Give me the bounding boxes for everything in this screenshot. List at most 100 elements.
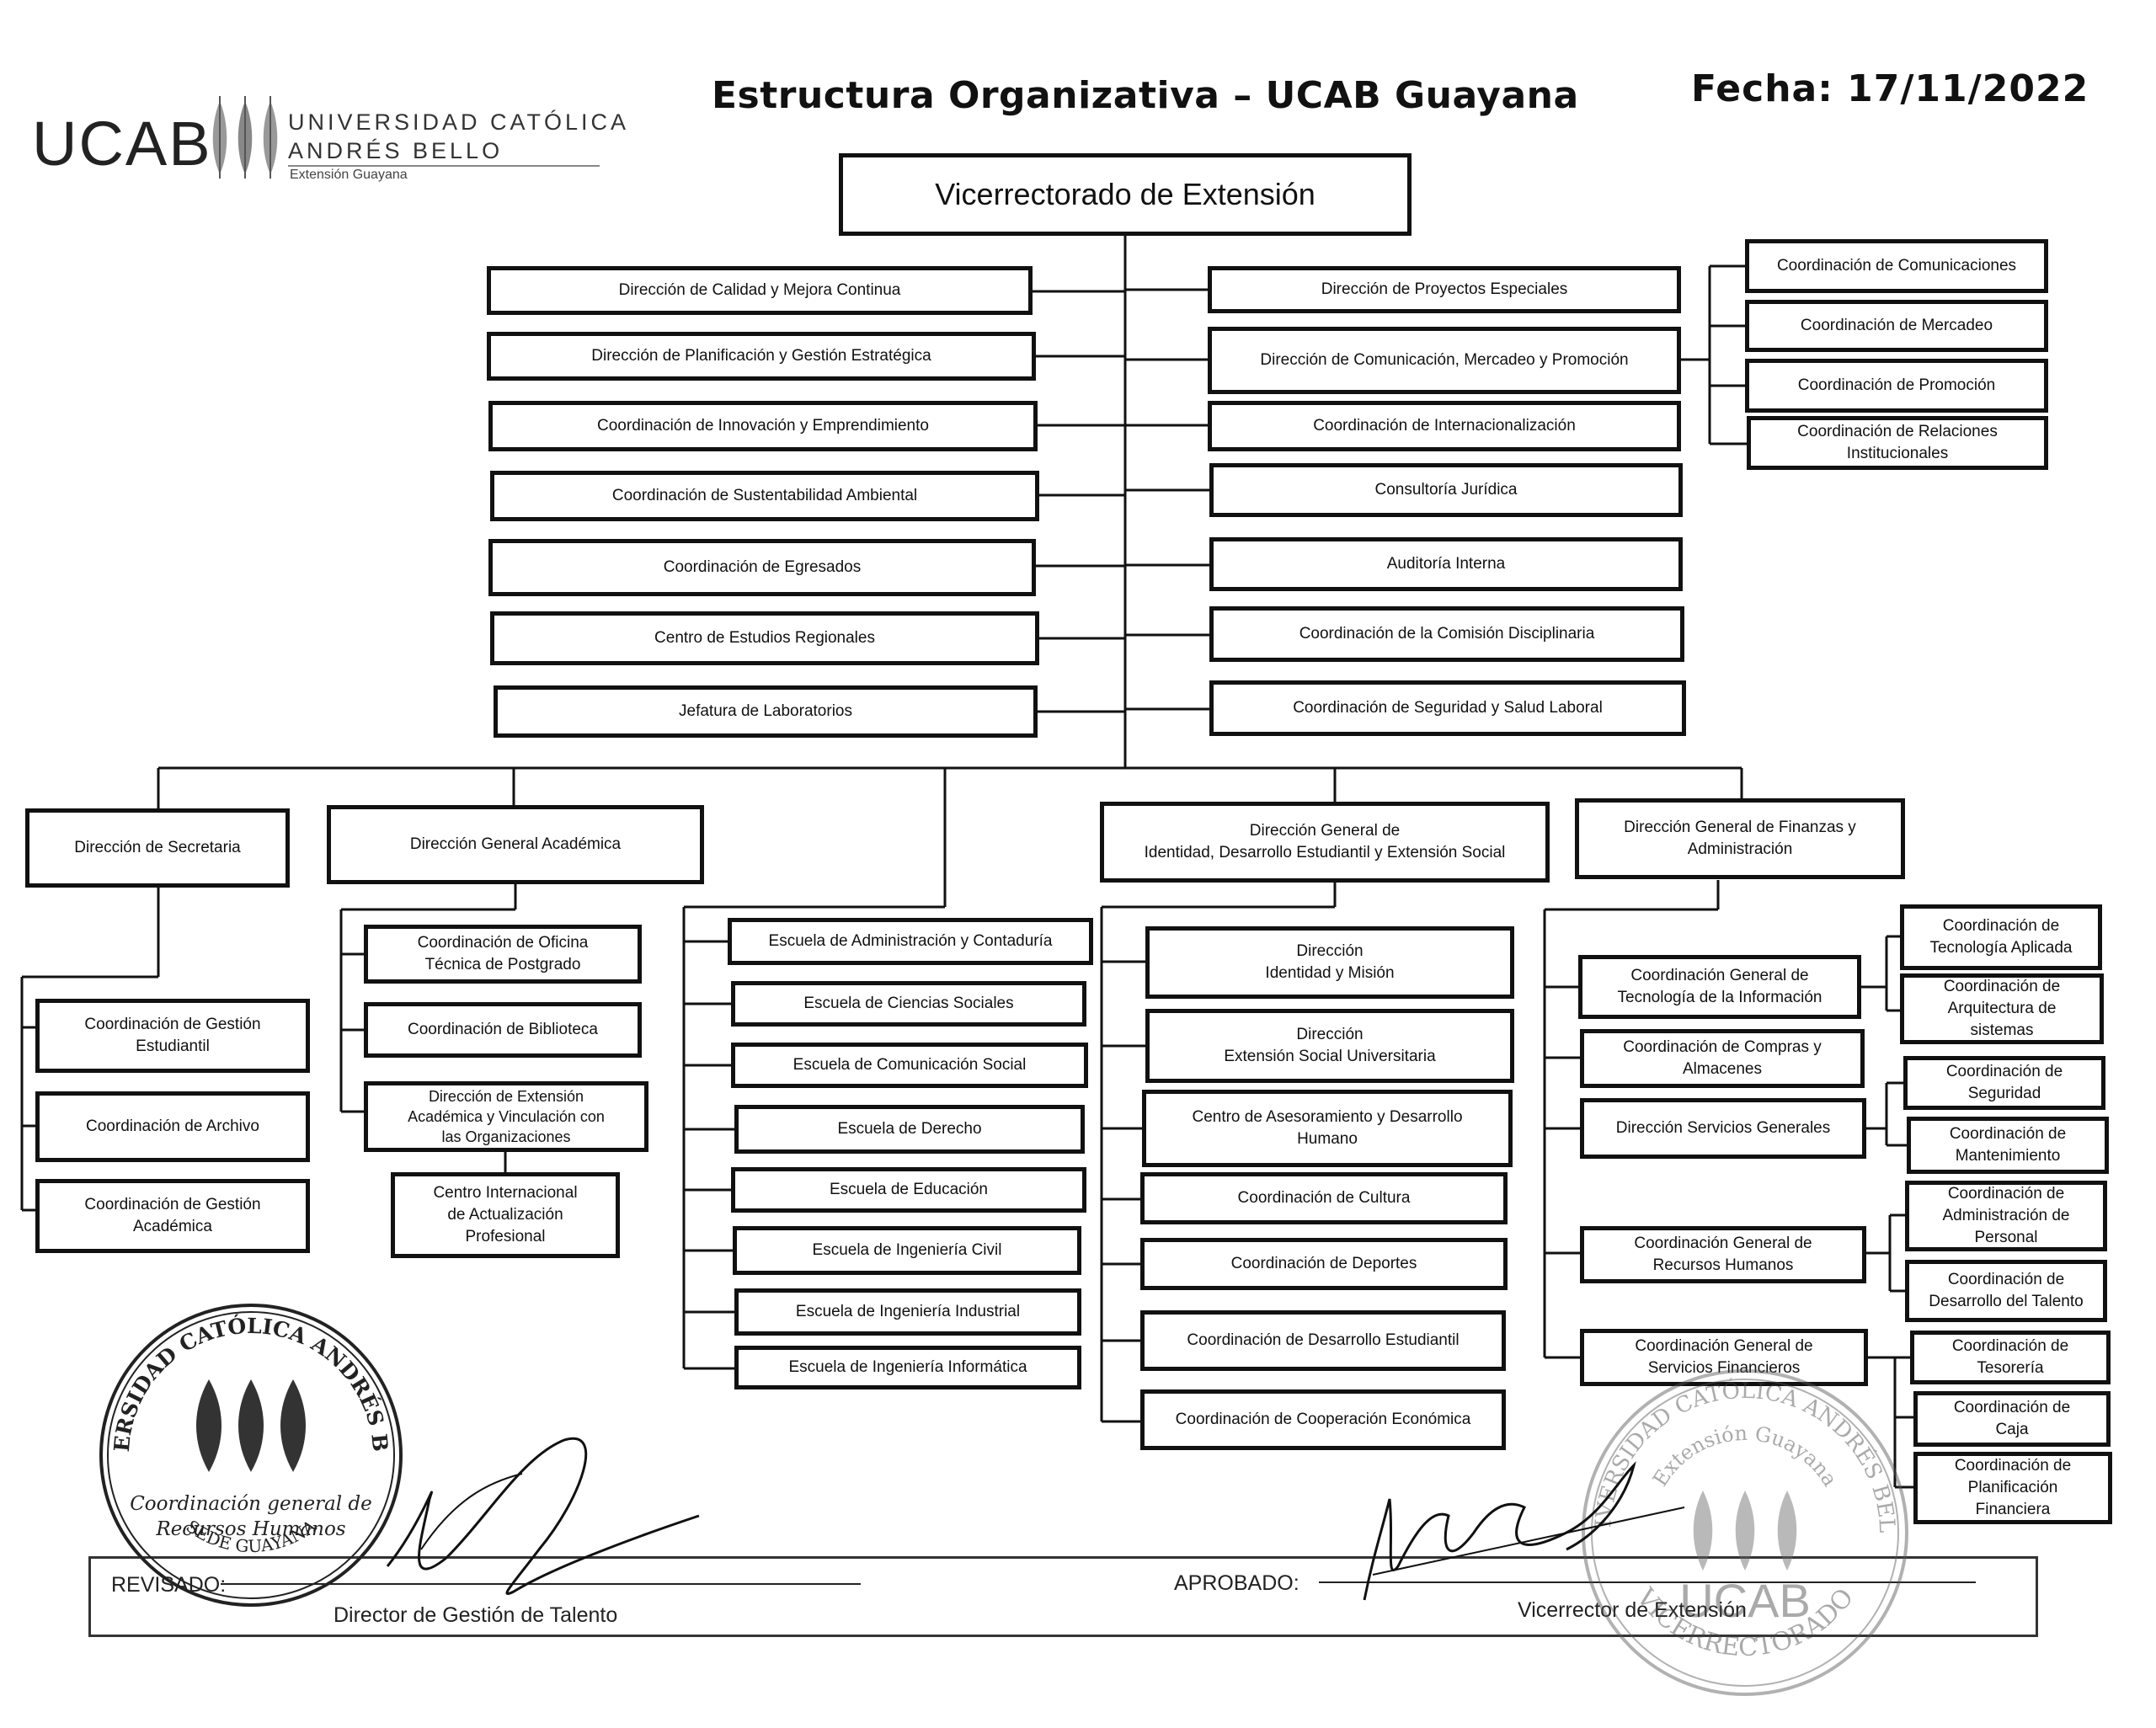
vice-seal-emblem-icon xyxy=(1693,1491,1797,1571)
org-unit-label: Coordinación de Caja xyxy=(1953,1399,2071,1438)
org-unit-label: Coordinación de Seguridad xyxy=(1945,1063,2063,1102)
aprobado-label: APROBADO: xyxy=(1174,1571,1299,1595)
org-unit-box: Coordinación General de Servicios Financ… xyxy=(1580,1329,1868,1386)
org-unit-box: Escuela de Ciencias Sociales xyxy=(731,981,1086,1027)
org-unit-label: Coordinación General de Recursos Humanos xyxy=(1634,1235,1812,1274)
org-unit-box: Coordinación de Comunicaciones xyxy=(1745,239,2048,293)
seal-emblem-icon xyxy=(196,1379,306,1472)
org-unit-label: Escuela de Comunicación Social xyxy=(792,1056,1027,1074)
org-unit-label: Coordinación General de Tecnología de la… xyxy=(1617,967,1822,1006)
logo-rule xyxy=(288,165,600,167)
org-unit-label: Coordinación de Promoción xyxy=(1797,376,1996,394)
org-unit-label: Dirección General de Finanzas y Administ… xyxy=(1624,819,1856,858)
org-unit-label: Coordinación de Tesorería xyxy=(1951,1337,2069,1377)
org-unit-label: Coordinación de Innovación y Emprendimie… xyxy=(597,417,929,435)
org-unit-label: Coordinación de Sustentabilidad Ambienta… xyxy=(611,487,918,504)
org-unit-box: Coordinación de Deportes xyxy=(1140,1238,1508,1290)
revisado-role: Director de Gestión de Talento xyxy=(334,1603,618,1627)
org-unit-label: Coordinación de Mercadeo xyxy=(1800,317,1993,334)
org-unit-box: Dirección Servicios Generales xyxy=(1580,1098,1866,1159)
document-date: Fecha: 17/11/2022 xyxy=(1691,67,2089,110)
org-unit-label: Dirección General Académica xyxy=(409,835,622,853)
org-unit-box: Coordinación de Sustentabilidad Ambienta… xyxy=(490,471,1039,521)
org-unit-box: Jefatura de Laboratorios xyxy=(494,685,1038,738)
org-unit-label: Dirección de Extensión Académica y Vincu… xyxy=(408,1088,605,1145)
org-unit-label: Dirección Extensión Social Universitaria xyxy=(1224,1026,1436,1065)
org-unit-label: Coordinación de Egresados xyxy=(663,558,862,576)
org-unit-box: Escuela de Educación xyxy=(731,1167,1086,1213)
org-unit-box: Dirección de Calidad y Mejora Continua xyxy=(487,266,1033,315)
org-unit-label: Coordinación de Deportes xyxy=(1230,1255,1417,1272)
org-unit-label: Centro Internacional de Actualización Pr… xyxy=(433,1184,578,1245)
org-unit-label: Coordinación de Cultura xyxy=(1237,1189,1411,1207)
page-title: Estructura Organizativa – UCAB Guayana xyxy=(712,74,1579,117)
org-unit-label: Escuela de Educación xyxy=(829,1181,988,1198)
org-unit-label: Dirección de Secretaria xyxy=(74,839,241,856)
org-unit-label: Coordinación de Oficina Técnica de Postg… xyxy=(417,934,589,973)
org-unit-box: Escuela de Ingeniería Civil xyxy=(733,1226,1081,1275)
org-unit-box: Coordinación de Compras y Almacenes xyxy=(1580,1029,1865,1088)
org-unit-label: Consultoría Jurídica xyxy=(1374,481,1518,499)
org-unit-label: Escuela de Ciencias Sociales xyxy=(803,995,1014,1012)
org-unit-label: Coordinación de Relaciones Institucional… xyxy=(1797,423,1998,462)
logo-university-line2: ANDRÉS BELLO xyxy=(288,138,504,163)
org-unit-label: Dirección Servicios Generales xyxy=(1615,1119,1831,1137)
aprobado-role: Vicerrector de Extensión xyxy=(1518,1598,1747,1622)
org-unit-box: Coordinación de Mantenimiento xyxy=(1907,1117,2109,1174)
org-unit-label: Coordinación de Gestión Estudiantil xyxy=(84,1016,261,1055)
org-unit-label: Coordinación de Compras y Almacenes xyxy=(1623,1038,1822,1078)
org-unit-label: Coordinación de Internacionalización xyxy=(1313,417,1576,435)
hr-seal-center-line2: Recursos Humanos xyxy=(155,1518,345,1540)
org-unit-label: Escuela de Administración y Contaduría xyxy=(768,932,1053,950)
aprobado-signature-scribble xyxy=(1363,1461,1685,1601)
org-unit-label: Coordinación de Tecnología Aplicada xyxy=(1929,917,2073,957)
revisado-signature-line xyxy=(221,1583,861,1585)
org-unit-label: Dirección General de Identidad, Desarrol… xyxy=(1144,822,1506,861)
org-unit-box: Coordinación de Biblioteca xyxy=(364,1002,642,1058)
logo-campus-line: Extensión Guayana xyxy=(290,168,408,182)
org-unit-label: Auditoría Interna xyxy=(1386,555,1506,573)
org-unit-box: Coordinación de Seguridad y Salud Labora… xyxy=(1209,680,1686,736)
revisado-signature-scribble xyxy=(386,1437,700,1596)
org-unit-label: Dirección de Planificación y Gestión Est… xyxy=(591,347,931,365)
org-root-label: Vicerrectorado de Extensión xyxy=(935,177,1315,211)
org-unit-label: Escuela de Derecho xyxy=(837,1120,982,1138)
org-unit-box: Coordinación de Tesorería xyxy=(1910,1331,2111,1384)
org-unit-label: Coordinación de Archivo xyxy=(86,1117,259,1135)
org-unit-label: Centro de Asesoramiento y Desarrollo Hum… xyxy=(1192,1108,1463,1148)
org-unit-label: Escuela de Ingeniería Informática xyxy=(788,1358,1027,1376)
org-unit-label: Coordinación de Desarrollo Estudiantil xyxy=(1187,1331,1460,1349)
org-unit-label: Coordinación de la Comisión Disciplinari… xyxy=(1299,625,1595,643)
org-unit-label: Coordinación de Comunicaciones xyxy=(1776,257,2017,275)
org-unit-box: Centro de Asesoramiento y Desarrollo Hum… xyxy=(1142,1090,1513,1167)
org-unit-box: Coordinación General de Recursos Humanos xyxy=(1580,1226,1866,1283)
org-unit-box: Coordinación de Cooperación Económica xyxy=(1140,1389,1506,1450)
org-unit-box: Coordinación de Relaciones Institucional… xyxy=(1747,416,2048,470)
org-unit-box: Escuela de Ingeniería Informática xyxy=(734,1346,1081,1389)
org-unit-box: Coordinación de Archivo xyxy=(35,1091,310,1162)
org-unit-box: Coordinación de Promoción xyxy=(1745,359,2048,413)
org-unit-box: Escuela de Administración y Contaduría xyxy=(728,918,1093,965)
vice-seal-word: UCAB xyxy=(1679,1574,1811,1627)
org-unit-label: Coordinación de Planificación Financiera xyxy=(1954,1457,2072,1518)
revisado-label: REVISADO: xyxy=(111,1573,227,1597)
org-unit-box: Dirección de Extensión Académica y Vincu… xyxy=(364,1081,648,1152)
org-unit-box: Centro de Estudios Regionales xyxy=(490,611,1039,665)
hr-seal-stamp: UNIVERSIDAD CATÓLICA ANDRÉS BELLO SEDE G… xyxy=(91,1295,403,1607)
org-unit-box: Dirección de Secretaria xyxy=(25,808,290,888)
org-unit-label: Coordinación de Gestión Académica xyxy=(84,1196,261,1235)
org-root-box: Vicerrectorado de Extensión xyxy=(839,153,1412,236)
org-unit-label: Centro de Estudios Regionales xyxy=(654,629,875,647)
org-unit-box: Dirección General de Identidad, Desarrol… xyxy=(1100,802,1550,883)
logo-wordmark: UCAB xyxy=(32,109,212,179)
org-unit-box: Coordinación de Desarrollo Estudiantil xyxy=(1140,1310,1506,1371)
aprobado-signature-line xyxy=(1319,1581,1976,1583)
org-unit-box: Coordinación de Internacionalización xyxy=(1208,401,1681,451)
org-unit-label: Escuela de Ingeniería Industrial xyxy=(795,1303,1021,1320)
hr-seal-center-line1: Coordinación general de xyxy=(130,1493,372,1515)
org-unit-label: Coordinación de Administración de Person… xyxy=(1942,1185,2070,1246)
org-unit-box: Coordinación de Planificación Financiera xyxy=(1913,1452,2112,1524)
org-unit-box: Auditoría Interna xyxy=(1209,537,1683,591)
org-unit-box: Consultoría Jurídica xyxy=(1209,463,1683,517)
